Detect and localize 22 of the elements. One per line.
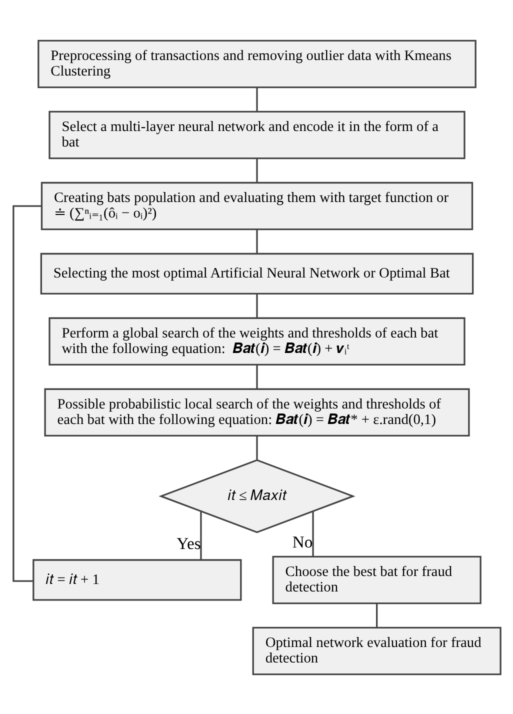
connector <box>256 294 258 318</box>
connector <box>376 603 378 628</box>
connector <box>200 511 202 560</box>
connector <box>256 364 258 389</box>
node-box: Selecting the most optimal Artificial Neural Network or Optimal Bat <box>40 252 474 294</box>
edge-label: Yes <box>176 534 200 553</box>
connector <box>256 87 258 112</box>
node-diamond: 𝑖𝑡 ≤ 𝑀𝑎𝑥𝑖𝑡 <box>158 458 355 533</box>
node-box: Perform a global search of the weights and thresholds of each bat with the following equation: 𝑩𝒂𝒕(𝒊) = 𝑩𝒂𝒕(𝒊) + 𝒗ᵢᵗ <box>48 316 465 366</box>
node-box: Preprocessing of transactions and removing outlier data with Kmeans Clustering <box>37 39 476 88</box>
connector <box>256 435 258 460</box>
connector <box>256 229 258 254</box>
node-box: Creating bats population and evaluating them with target function or ≐ (∑ⁿᵢ₌₁(ôᵢ − oᵢ)²) <box>40 181 473 230</box>
edge-label: No <box>292 532 312 551</box>
node-box: Possible probabilistic local search of the weights and thresholds of each bat with the following equation: 𝑩𝒂𝒕(𝒊) = 𝑩𝒂𝒕* + ε.rand(0,1) <box>44 388 470 436</box>
node-box: Choose the best bat for fraud detection <box>272 555 481 604</box>
connector <box>256 158 258 182</box>
node-box: Optimal network evaluation for fraud detection <box>252 626 501 675</box>
node-box: Select a multi-layer neural network and encode it in the form of a bat <box>48 110 465 159</box>
connector <box>12 204 41 582</box>
connector <box>312 511 314 556</box>
node-box: 𝑖𝑡 = 𝑖𝑡 + 1 <box>32 558 242 600</box>
